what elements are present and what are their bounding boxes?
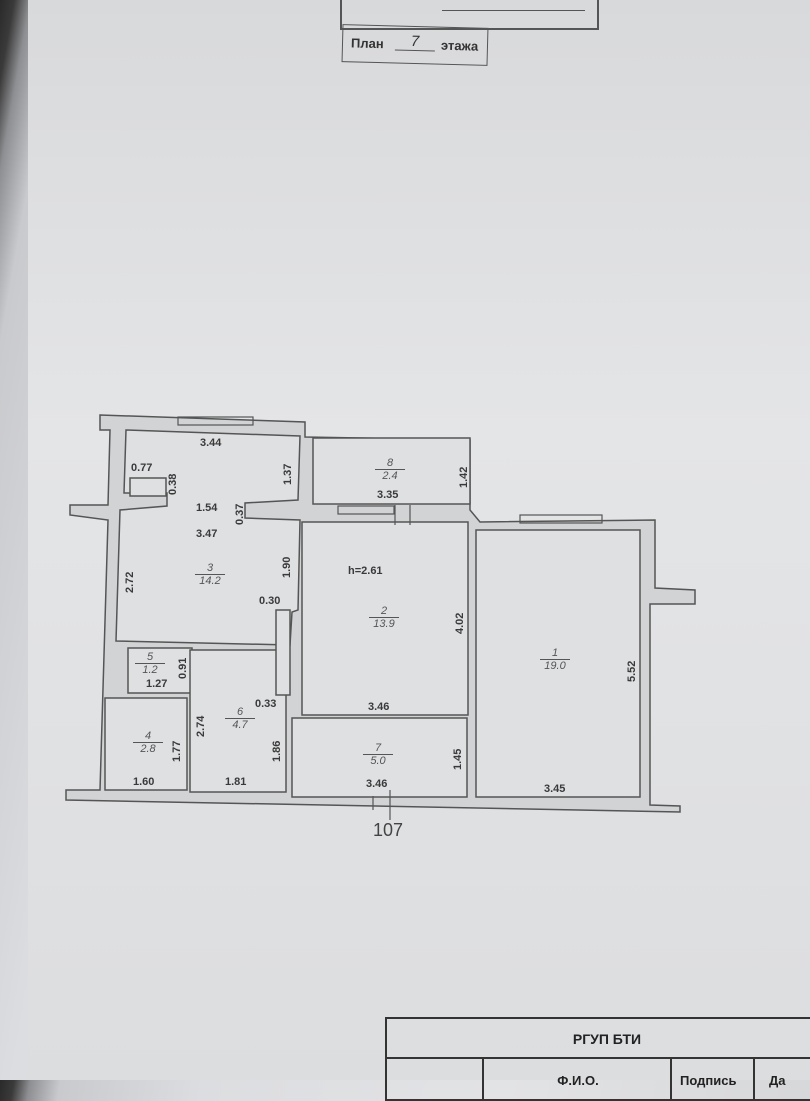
room-2-outline — [301, 521, 469, 716]
dim-label: 0.33 — [255, 698, 277, 710]
dim-label: 1.37 — [282, 463, 294, 485]
date-column-header: Да — [753, 1059, 810, 1099]
dim-label: 3.47 — [196, 528, 218, 540]
dim-label: 1.45 — [452, 748, 464, 770]
dim-label: 5.52 — [626, 660, 638, 682]
window — [519, 514, 603, 524]
name-column-header: Ф.И.О. — [482, 1059, 672, 1099]
dim-label: 1.81 — [225, 776, 247, 788]
dim-label: 1.42 — [458, 466, 470, 488]
dim-label: 1.60 — [133, 776, 155, 788]
dim-label: 1.77 — [171, 740, 183, 762]
dim-label: 0.37 — [234, 503, 246, 525]
dim-label: 3.45 — [544, 783, 566, 795]
dim-label: 0.91 — [177, 657, 189, 679]
apartment-number: 107 — [373, 820, 404, 840]
dim-label: 0.38 — [167, 473, 179, 495]
ceiling-height: h=2.61 — [348, 565, 383, 577]
partition — [275, 609, 291, 696]
room-4-outline — [104, 697, 188, 791]
room-6-outline — [189, 649, 287, 793]
header-form-box — [340, 0, 599, 30]
closet — [129, 477, 167, 497]
dim-label: 0.30 — [259, 595, 281, 607]
signature-column-header: Подпись — [670, 1059, 755, 1099]
room-1-outline — [475, 529, 641, 798]
window — [337, 505, 395, 515]
room-8-outline — [312, 437, 471, 505]
dim-label: 1.86 — [271, 740, 283, 762]
dim-label: 3.46 — [368, 701, 390, 713]
dim-label: 1.27 — [146, 678, 168, 690]
window — [177, 416, 254, 426]
dim-label: 2.74 — [195, 715, 207, 737]
room-5-outline — [127, 647, 193, 694]
dim-label: 2.72 — [124, 571, 136, 593]
dim-label: 0.77 — [131, 462, 153, 474]
dim-label: 3.35 — [377, 489, 399, 501]
dim-label: 4.02 — [454, 612, 466, 634]
dim-label: 1.90 — [281, 556, 293, 578]
room-7-outline — [291, 717, 468, 798]
dim-label: 3.44 — [200, 437, 222, 449]
title-block: РГУП БТИ Ф.И.О. Подпись Да — [385, 1017, 810, 1101]
organization-name: РГУП БТИ — [387, 1019, 810, 1059]
dim-label: 1.54 — [196, 502, 218, 514]
dim-label: 3.46 — [366, 778, 388, 790]
